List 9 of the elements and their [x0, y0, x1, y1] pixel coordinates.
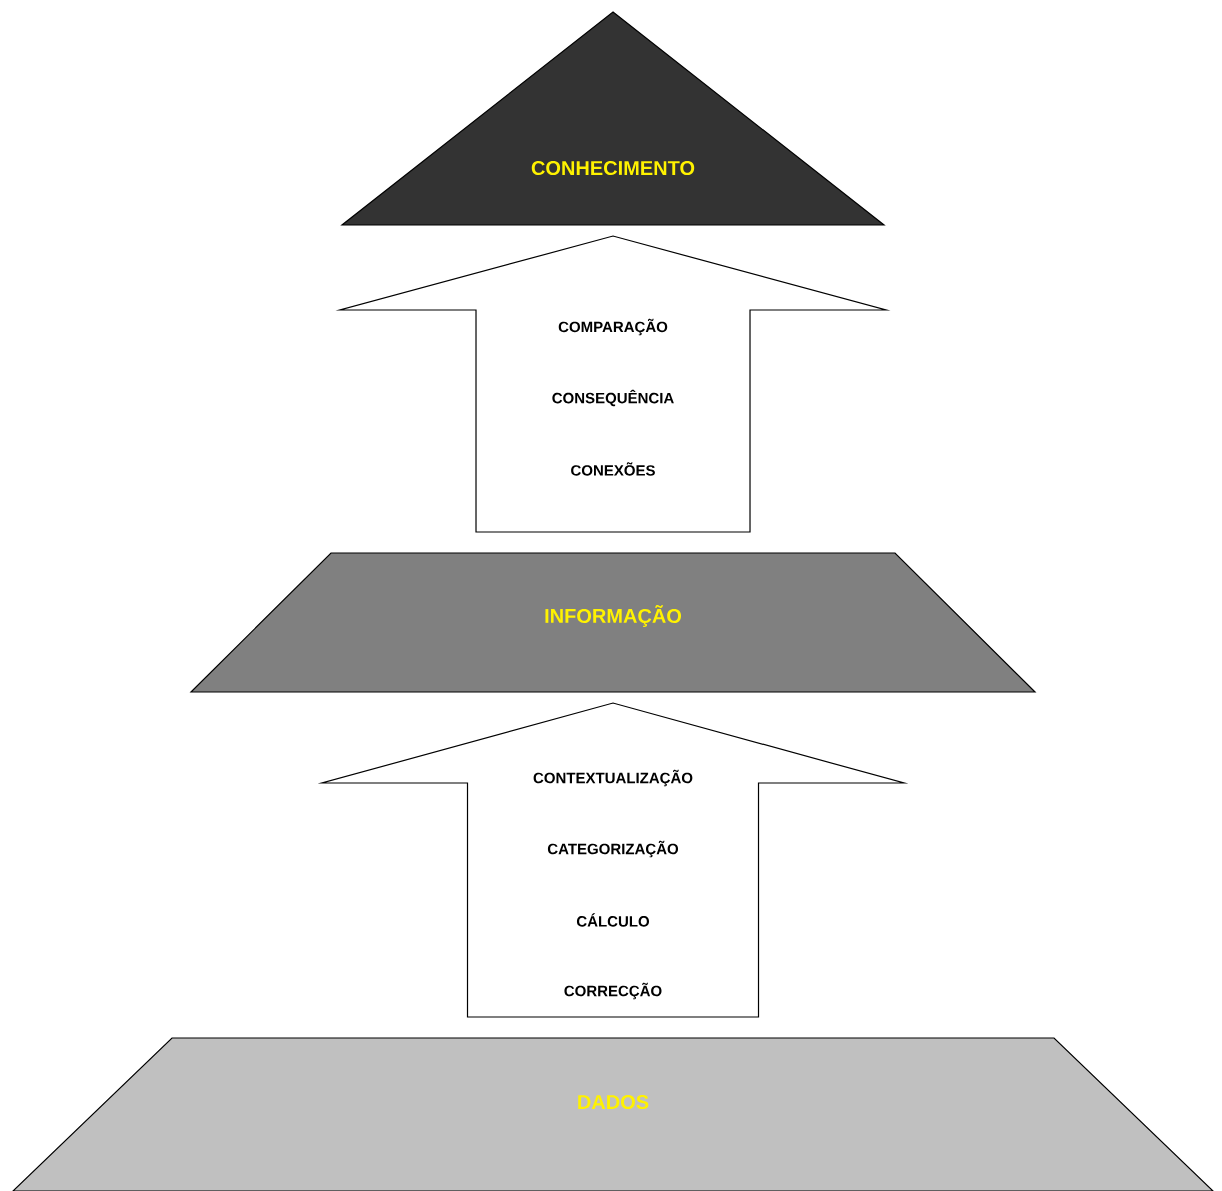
arrow-text: CORRECÇÃO [564, 982, 662, 1000]
block-arrow [335, 235, 891, 533]
arrow-text: COMPARAÇÃO [558, 318, 668, 336]
arrow-text: CÁLCULO [576, 913, 649, 927]
arrow-text: CONSEQUÊNCIA [552, 389, 674, 407]
arrow-text: CONTEXTUALIZAÇÃO [533, 769, 693, 787]
arrow-text: CATEGORIZAÇÃO [547, 840, 679, 858]
block-arrow [317, 702, 909, 1018]
arrow-text: CONEXÕES [571, 462, 655, 476]
